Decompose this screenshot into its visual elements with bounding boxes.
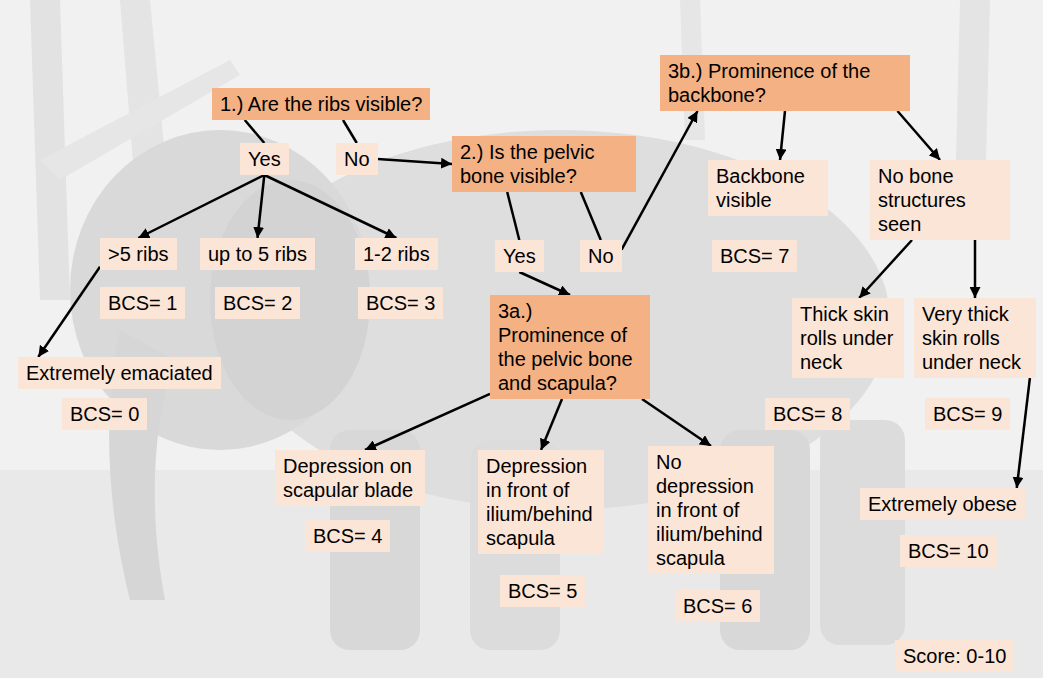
box-text: Depression on scapular blade [283,454,417,502]
flow-connector [642,399,711,446]
flow-connector [859,240,912,298]
elephant-leg [820,420,905,645]
box-text: BCS= 5 [508,579,577,603]
box-text: BCS= 4 [313,524,382,548]
answer-box: 1-2 ribs [355,238,438,270]
flow-connector [519,272,570,295]
flow-connector [780,111,785,160]
flow-connector [38,267,100,357]
score-box: BCS= 10 [900,535,997,567]
score-box: BCS= 3 [358,287,443,319]
box-text: Very thick skin rolls under neck [922,302,1028,374]
score-box: BCS= 8 [765,398,850,430]
box-text: 3b.) Prominence of the backbone? [668,59,902,107]
box-text: Score: 0-10 [903,644,1006,668]
box-text: No [588,244,614,268]
flow-connector [974,240,977,298]
flow-connector [264,175,396,238]
box-text: BCS= 2 [223,291,292,315]
flow-connector [507,192,519,240]
question-box: 1.) Are the ribs visible? [212,88,430,120]
box-text: No bone structures seen [878,164,1002,236]
box-text: Depression in front of ilium/behind scap… [486,454,596,550]
question-box: 3a.) Prominence of the pelvic bone and s… [490,295,650,399]
answer-box: Yes [240,143,289,175]
box-text: BCS= 7 [720,244,789,268]
box-text: Yes [248,147,281,171]
answer-box: Depression on scapular blade [275,450,425,506]
score-box: BCS= 1 [100,287,185,319]
elephant-ear [210,180,370,420]
box-text: BCS= 10 [908,539,989,563]
box-text: 2.) Is the pelvic bone visible? [460,140,628,188]
answer-box: Extremely emaciated [18,357,221,389]
score-box: BCS= 0 [62,398,147,430]
box-text: BCS= 8 [773,402,842,426]
flow-connector [1017,378,1030,488]
box-text: Backbone visible [716,164,820,212]
flow-connector [138,175,264,238]
question-box: 3b.) Prominence of the backbone? [660,55,910,111]
box-text: Yes [503,244,536,268]
box-text: Extremely emaciated [26,361,213,385]
answer-box: >5 ribs [100,238,177,270]
flow-connector [378,159,452,164]
question-box: 2.) Is the pelvic bone visible? [452,136,636,192]
score-box: BCS= 4 [305,520,390,552]
box-text: BCS= 0 [70,402,139,426]
box-text: Thick skin rolls under neck [800,302,896,374]
flow-connector [581,192,601,240]
flow-connector [257,175,264,238]
box-text: 1-2 ribs [363,242,430,266]
box-text: >5 ribs [108,242,169,266]
score-box: BCS= 9 [925,398,1010,430]
score-box: Score: 0-10 [895,640,1014,672]
answer-box: No [336,143,378,175]
score-box: BCS= 2 [215,287,300,319]
box-text: BCS= 6 [683,594,752,618]
score-box: BCS= 6 [675,590,760,622]
answer-box: No depression in front of ilium/behind s… [648,446,774,574]
flow-connector [245,120,265,143]
answer-box: No [580,240,622,272]
box-text: 3a.) Prominence of the pelvic bone and s… [498,299,642,395]
answer-box: up to 5 ribs [200,238,315,270]
answer-box: Very thick skin rolls under neck [914,298,1036,378]
box-text: BCS= 1 [108,291,177,315]
box-text: Extremely obese [868,492,1017,516]
answer-box: Yes [495,240,544,272]
box-text: 1.) Are the ribs visible? [220,92,422,116]
answer-box: No bone structures seen [870,160,1010,240]
flow-connector [541,399,562,450]
box-text: up to 5 ribs [208,242,307,266]
flow-connector [365,394,490,450]
box-text: No depression in front of ilium/behind s… [656,450,766,570]
answer-box: Backbone visible [708,160,828,216]
flow-connector [343,120,357,143]
answer-box: Extremely obese [860,488,1025,520]
box-text: BCS= 3 [366,291,435,315]
score-box: BCS= 7 [712,240,797,272]
answer-box: Depression in front of ilium/behind scap… [478,450,604,554]
box-text: No [344,147,370,171]
score-box: BCS= 5 [500,575,585,607]
answer-box: Thick skin rolls under neck [792,298,904,378]
box-text: BCS= 9 [933,402,1002,426]
flow-connector [898,111,941,160]
